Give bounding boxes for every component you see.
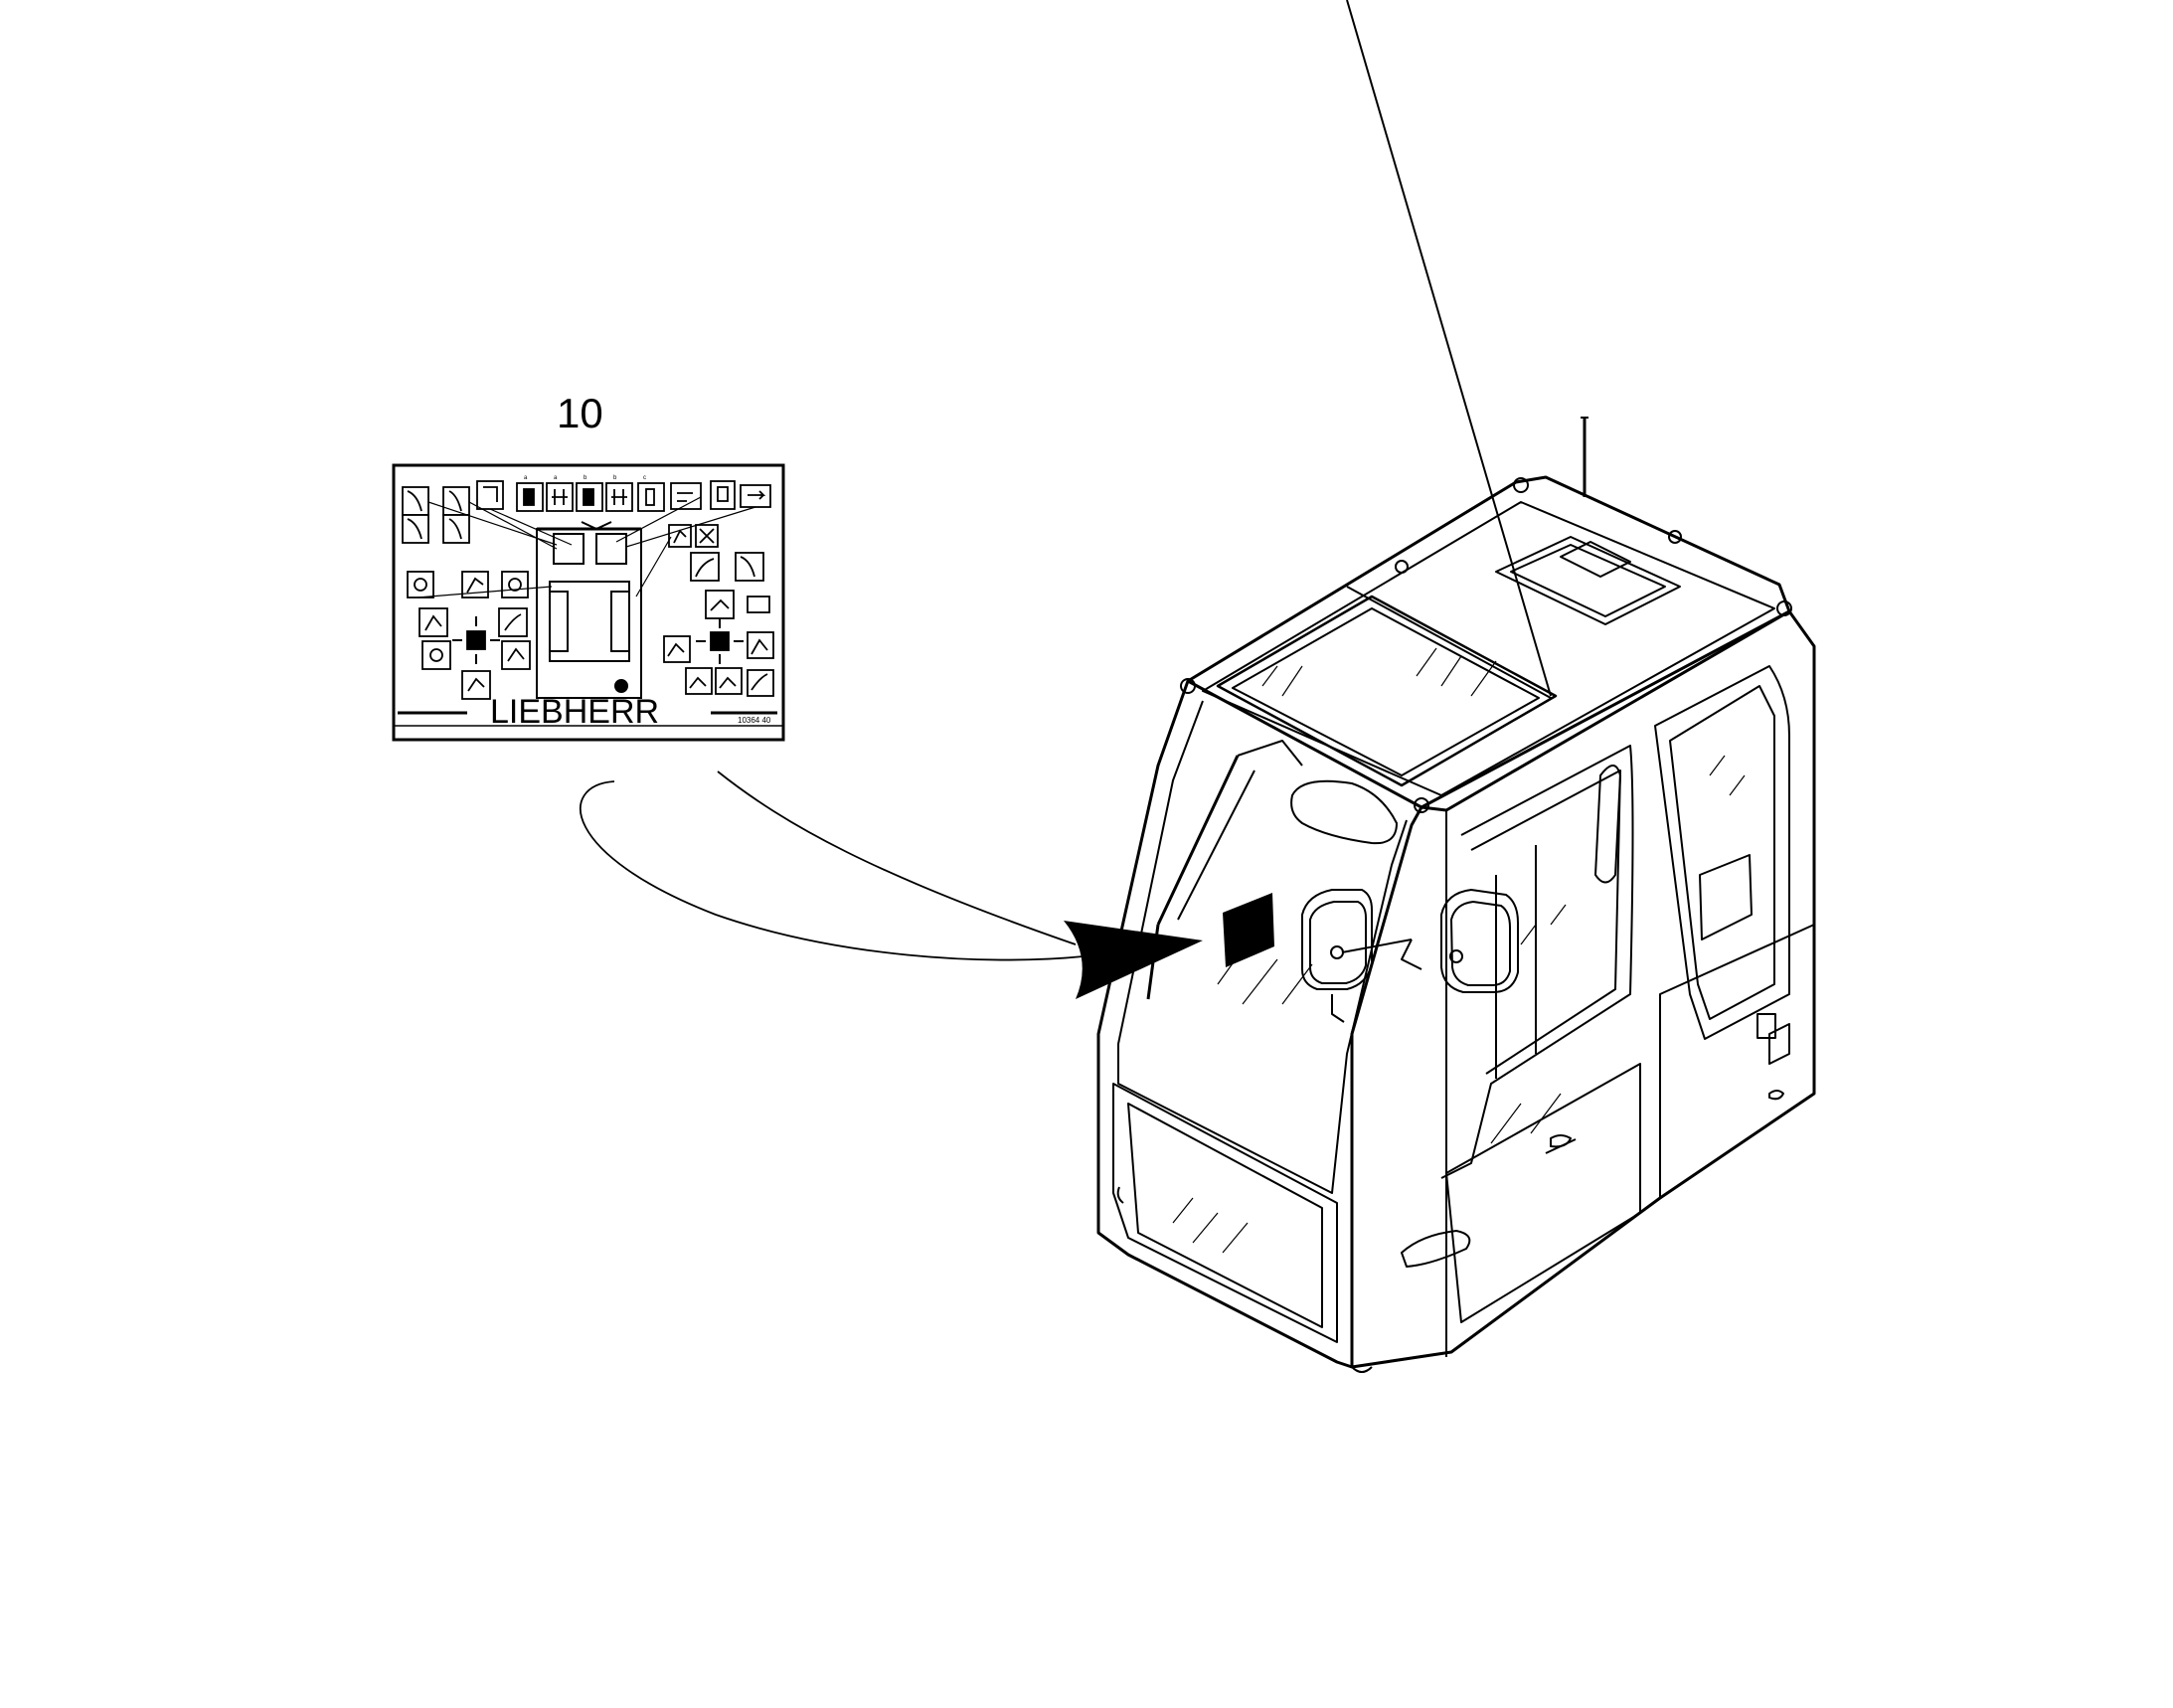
- operator-cab: [1096, 0, 1816, 1373]
- left-mirror: [1301, 889, 1413, 1023]
- placement-arrow: [580, 770, 1203, 999]
- svg-text:b: b: [613, 475, 617, 481]
- decal-location-marker: [1223, 893, 1274, 967]
- excavator-top-view-icon: [536, 521, 642, 699]
- svg-text:a: a: [524, 475, 528, 481]
- right-mirror: [1401, 889, 1519, 993]
- right-joystick-cluster: [663, 524, 774, 697]
- callout-number: 10: [557, 390, 603, 436]
- decal-part-code: 10364 40: [738, 716, 771, 725]
- svg-text:b: b: [584, 475, 587, 481]
- decal-brand: LIEBHERR: [490, 693, 659, 731]
- left-joystick-cluster: [407, 571, 531, 700]
- svg-text:a: a: [554, 475, 558, 481]
- svg-text:c: c: [643, 475, 646, 481]
